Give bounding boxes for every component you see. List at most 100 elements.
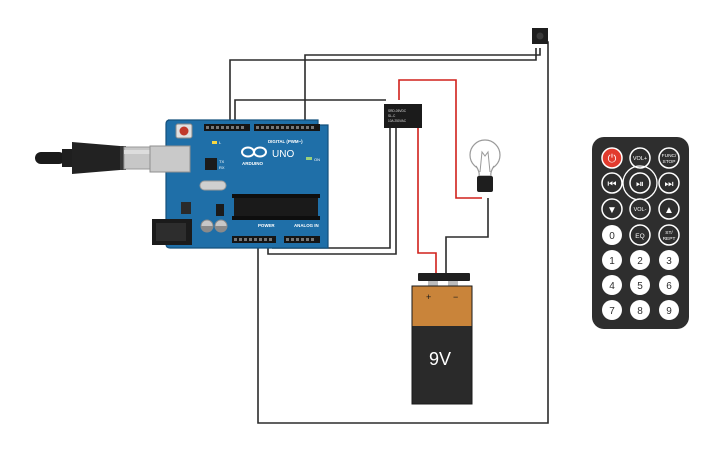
remote-down-button[interactable]: ▼ [601,198,623,220]
light-bulb[interactable] [469,139,501,192]
led-tx-label: TX [219,159,224,164]
led-rx-label: RX [219,165,225,170]
bulb-base [477,176,493,192]
led-l-label: L [219,140,222,145]
wire-relay-signal[interactable] [234,99,386,124]
rewind-icon: ⏮ [608,179,617,190]
usb-strain-relief [120,146,126,170]
func-stop-label-line2: STOP [663,159,676,165]
bulb-filament [479,150,491,173]
vol-minus-label: VOL- [634,207,647,213]
power-header-label: POWER [258,223,275,228]
arduino-model-text: UNO [272,149,294,160]
eight-label: 8 [637,306,643,317]
remote-power-button[interactable]: ⏻ [601,147,623,169]
relay-label-line1: SRD-05VDC [388,109,407,113]
remote-vol-minus-button[interactable]: VOL- [629,198,651,220]
battery-terminal-minus [448,281,458,286]
remote-up-button[interactable]: ▲ [658,198,680,220]
battery-body-top [412,286,472,326]
remote-func-stop-button[interactable]: FUNC/ STOP [658,147,680,169]
power-icon: ⏻ [608,153,617,165]
usb-cable[interactable] [35,142,167,174]
remote-zero-button[interactable]: 0 [602,225,622,245]
remote-nine-button[interactable]: 9 [659,300,679,320]
reset-button-cap[interactable] [179,126,189,136]
wire-ir-signal[interactable] [304,48,541,124]
up-arrow-icon: ▲ [664,205,674,216]
digital-header-pins [206,126,314,129]
three-label: 3 [666,256,672,267]
usb-plug-neck [62,149,72,167]
remote-vol-plus-button[interactable]: VOL+ [629,147,651,169]
usb-interface-chip [205,158,217,170]
five-label: 5 [637,281,643,292]
relay-module[interactable]: SRD-05VDC SL-C 10A 250VAC [384,104,422,128]
battery-plus-sign: + [426,292,431,302]
remote-eq-button[interactable]: EQ [629,224,651,246]
st-rept-label-line1: ST/ [665,230,673,236]
battery-clip [418,273,470,281]
arduino-brand-text: ARDUINO [242,161,263,166]
digital-header-label: DIGITAL (PWM~) [268,139,303,144]
remote-eight-button[interactable]: 8 [630,300,650,320]
ir-remote[interactable]: ⏻ VOL+ FUNC/ STOP ⏮ ⏯ ⏭ ▼ [592,137,689,329]
two-label: 2 [637,256,643,267]
wire-ir-vcc[interactable] [229,48,537,124]
arduino-logo-icon [241,146,267,158]
led-on [306,157,312,160]
six-label: 6 [666,281,672,292]
eq-label: EQ [635,233,644,240]
usb-plug-tip [35,152,65,164]
func-stop-label-line1: FUNC/ [662,153,677,159]
led-l [212,141,217,144]
voltage-regulator [181,202,191,214]
relay-label-line3: 10A 250VAC [388,119,407,123]
remote-four-button[interactable]: 4 [602,275,622,295]
fast-forward-icon: ⏭ [665,179,674,190]
battery-9v[interactable]: + − 9V [411,273,473,405]
battery-voltage-label: 9V [429,349,451,369]
ir-receiver[interactable] [532,28,548,44]
remote-five-button[interactable]: 5 [630,275,650,295]
remote-six-button[interactable]: 6 [659,275,679,295]
crystal-oscillator [199,180,227,191]
battery-body-bottom [412,326,472,404]
remote-three-button[interactable]: 3 [659,250,679,270]
vol-plus-label: VOL+ [633,156,647,162]
wire-bulb-battery-black[interactable] [445,198,489,273]
one-label: 1 [609,256,615,267]
atmega-socket [232,194,320,220]
remote-st-rept-button[interactable]: ST/ REPT [658,224,680,246]
remote-fast-forward-button[interactable]: ⏭ [658,172,680,194]
wire-relay-battery-red[interactable] [417,115,437,273]
icsp-header [216,204,224,216]
nine-label: 9 [666,306,672,317]
remote-play-pause-button[interactable]: ⏯ [629,172,651,194]
remote-seven-button[interactable]: 7 [602,300,622,320]
battery-minus-sign: − [453,292,458,302]
zero-label: 0 [609,231,615,242]
relay-body [384,104,422,128]
bottom-header-pins [234,238,314,241]
play-pause-icon: ⏯ [636,179,644,190]
st-rept-label-line2: REPT [663,236,676,242]
relay-label-line2: SL-C [388,114,396,118]
analog-header-label: ANALOG IN [294,223,319,228]
four-label: 4 [609,281,615,292]
atmega-chip [234,197,318,217]
down-arrow-icon: ▼ [607,205,617,216]
usb-plug-body [72,142,124,174]
arduino-board[interactable]: DIGITAL (PWM~) L TX RX ON UNO ARDUINO [149,119,329,249]
bulb-neck [475,165,495,177]
remote-one-button[interactable]: 1 [602,250,622,270]
bulb-glass [469,139,501,171]
arduino-usb-port [149,145,191,173]
seven-label: 7 [609,306,615,317]
battery-terminal-plus [428,281,438,286]
remote-two-button[interactable]: 2 [630,250,650,270]
ir-receiver-dome [536,32,544,40]
remote-rewind-button[interactable]: ⏮ [601,172,623,194]
wire-relay-bulb-red[interactable] [398,79,482,199]
